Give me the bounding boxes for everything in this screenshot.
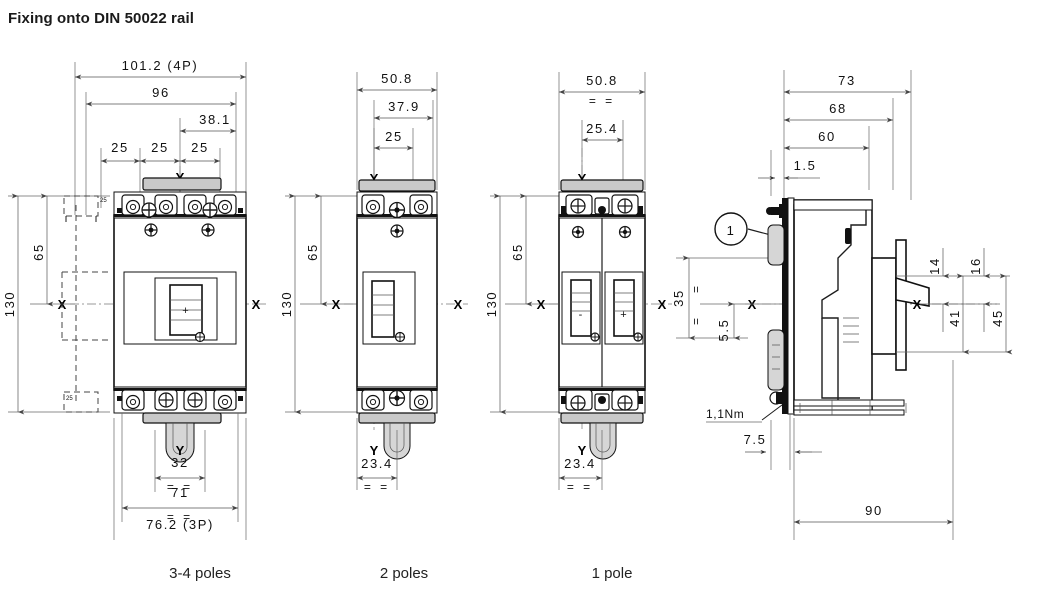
- dim-25-4: 25.4: [586, 121, 618, 136]
- sym-mark-2: = =: [167, 510, 193, 524]
- torque-note-group: 1,1Nm: [706, 398, 791, 423]
- sym-mark-3: = =: [364, 480, 390, 494]
- dim-1-5: 1.5: [794, 158, 817, 173]
- torque-note: 1,1Nm: [706, 407, 744, 421]
- dim-73: 73: [838, 73, 856, 88]
- dim-50-8-v3: 50.8: [586, 73, 618, 88]
- din-rail-hook-bottom: 25: [63, 391, 99, 413]
- page-title: Fixing onto DIN 50022 rail: [8, 10, 194, 27]
- dim-7-5: 7.5: [744, 432, 767, 447]
- axis-label-x-right-2: X: [454, 297, 463, 312]
- dim-25-b: 25: [151, 140, 169, 155]
- axis-label-x-right-1: X: [252, 297, 261, 312]
- sym-mark-7: =: [689, 315, 703, 325]
- dim-50-8-v2: 50.8: [381, 71, 413, 86]
- view-3-4-poles: 101.2 (4P) 96 38.1 25 25 25 Y 130 65 X X: [2, 58, 268, 582]
- dim-130-v2: 130: [279, 291, 294, 318]
- dim-25-small-bottom: 25: [66, 396, 73, 402]
- axis-label-y-top-2: Y: [370, 171, 379, 186]
- dim-38-1: 38.1: [199, 112, 231, 127]
- dim-14: 14: [927, 257, 942, 275]
- din-rail-hook-top: 25: [63, 195, 107, 222]
- dim-90: 90: [865, 503, 883, 518]
- view-side: 73 68 60 1.5 1 35 = = 5.5 X: [671, 70, 1013, 540]
- axis-label-y-bottom-3: Y: [578, 443, 587, 458]
- dim-76-2-3p: 76.2 (3P): [146, 517, 214, 532]
- dim-60: 60: [818, 129, 836, 144]
- callout-1: 1: [714, 212, 787, 246]
- dim-23-4-v2: 23.4: [361, 456, 393, 471]
- axis-label-y-bottom-1: Y: [176, 443, 185, 458]
- dim-130-v1: 130: [2, 291, 17, 318]
- axis-label-x-right-3: X: [658, 297, 667, 312]
- dim-25-small-top: 25: [100, 198, 107, 204]
- axis-label-x-left-2: X: [332, 297, 341, 312]
- sym-mark-5: = =: [567, 480, 593, 494]
- polarity-minus: -: [579, 309, 584, 321]
- axis-label-y-bottom-2: Y: [370, 443, 379, 458]
- dim-65-v2: 65: [305, 243, 320, 261]
- breaker-side-profile: [766, 197, 930, 416]
- sym-mark-6: =: [689, 283, 703, 293]
- view-1-pole: 50.8 = = 25.4 Y 130 65 X X: [484, 72, 672, 582]
- dim-23-4-v3: 23.4: [564, 456, 596, 471]
- polarity-plus: +: [620, 309, 628, 321]
- caption-3-4-poles: 3-4 poles: [169, 565, 231, 582]
- axis-label-x-left-3: X: [537, 297, 546, 312]
- dim-130-v3: 130: [484, 291, 499, 318]
- dim-25-a: 25: [111, 140, 129, 155]
- dim-65-v3: 65: [510, 243, 525, 261]
- caption-2-poles: 2 poles: [380, 565, 428, 582]
- axis-label-y-top-3: Y: [578, 171, 587, 186]
- dim-96: 96: [152, 85, 170, 100]
- axis-label-x-left-4: X: [748, 297, 757, 312]
- breaker-body-2-poles: [356, 179, 438, 460]
- dim-71: 71: [171, 485, 189, 500]
- dim-25-c: 25: [191, 140, 209, 155]
- dim-35: 35: [671, 289, 686, 307]
- dim-41: 41: [947, 309, 962, 327]
- dim-25-v2: 25: [385, 129, 403, 144]
- callout-1-label: 1: [727, 223, 736, 238]
- dim-45: 45: [990, 309, 1005, 327]
- caption-1-pole: 1 pole: [592, 565, 633, 582]
- dim-5-5: 5.5: [716, 319, 731, 342]
- view-2-poles: 50.8 37.9 25 Y 130 65 X X: [279, 71, 468, 582]
- breaker-body-3-4-poles: +: [113, 177, 247, 463]
- axis-label-x-right-4: X: [913, 297, 922, 312]
- dim-65-v1: 65: [31, 243, 46, 261]
- sym-mark-4: = =: [589, 94, 615, 108]
- handle-mark: +: [182, 305, 190, 317]
- breaker-body-1-pole: - +: [558, 179, 646, 460]
- dim-101-2-4p: 101.2 (4P): [122, 58, 199, 73]
- dim-16: 16: [968, 257, 983, 275]
- dim-32: 32: [171, 455, 189, 470]
- sym-mark-1: = =: [167, 480, 193, 494]
- dim-37-9: 37.9: [388, 99, 420, 114]
- dim-68: 68: [829, 101, 847, 116]
